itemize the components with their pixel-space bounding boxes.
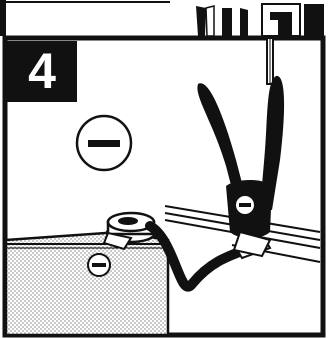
negative-callout-icon: [77, 116, 131, 170]
clamp-rod: [267, 38, 273, 84]
clamp-negative-icon: [235, 195, 255, 215]
step-number-badge: 4: [7, 41, 77, 102]
battery: [6, 232, 168, 335]
adjacent-panel-fragment: [0, 0, 324, 36]
battery-negative-icon: [88, 254, 110, 276]
